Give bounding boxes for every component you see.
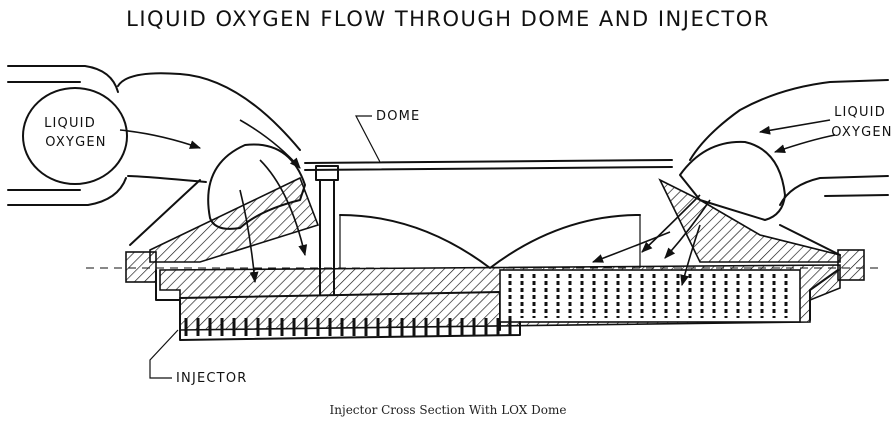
right-lox-label-line2: OXYGEN (831, 125, 892, 140)
right-dome-bulb (658, 140, 841, 263)
left-flange (125, 251, 181, 331)
figure-caption: Injector Cross Section With LOX Dome (330, 403, 567, 417)
injector-label: INJECTOR (176, 371, 248, 386)
right-lox-label-line1: LIQUID (834, 105, 886, 120)
dome-top-plate (304, 159, 673, 269)
left-lox-inlet: LIQUID OXYGEN (22, 87, 128, 185)
flow-arrows (119, 119, 836, 287)
injector-body (159, 264, 841, 341)
dome-label: DOME (376, 109, 420, 124)
injector-orifices-left (184, 318, 512, 336)
left-lox-label-line2: OXYGEN (45, 135, 106, 150)
left-feed-pipe (7, 65, 301, 206)
right-feed-pipe (689, 79, 889, 206)
left-lox-label-line1: LIQUID (44, 116, 96, 131)
dome-callout: DOME (355, 109, 420, 163)
right-lox-labels: LIQUID OXYGEN (831, 105, 892, 140)
left-dome-bulb (129, 143, 320, 263)
injector-callout: INJECTOR (149, 329, 248, 386)
diagram-title: LIQUID OXYGEN FLOW THROUGH DOME AND INJE… (126, 7, 770, 31)
injector-orifices-right (508, 274, 788, 318)
